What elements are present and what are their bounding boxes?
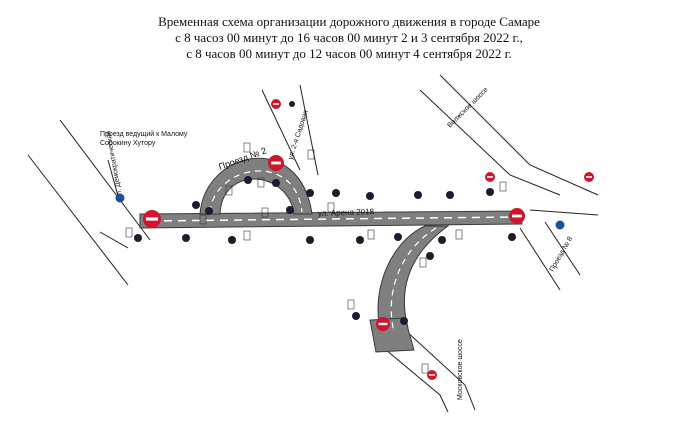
no-stopping-icon [438, 236, 446, 244]
diagram-title: Временная схема организации дорожного дв… [0, 14, 698, 62]
no-stopping-icon [414, 191, 422, 199]
no-stopping-icon [286, 206, 294, 214]
demokraticheskaya-edge-left [27, 154, 129, 286]
no-stopping-icon [182, 234, 190, 242]
title-line-1: Временная схема организации дорожного дв… [158, 14, 540, 29]
no-entry-icon [584, 172, 594, 182]
demokraticheskaya-edge-right [59, 119, 151, 241]
title-line-2: с 8 часоз 00 минут до 16 часов 00 минут … [175, 30, 523, 45]
no-stopping-icon [356, 236, 364, 244]
no-stopping-icon [352, 312, 360, 320]
volzhskoe-edge-top [419, 89, 561, 196]
no-entry-icon [143, 210, 161, 228]
street-label-sadovaya: ул. 2-я Садовая [287, 109, 310, 160]
no-stopping-icon [272, 179, 280, 187]
info-signs [115, 193, 565, 230]
sadovaya-edge-left [261, 89, 301, 171]
no-stopping-icon [244, 176, 252, 184]
volzhskoe-edge-right [529, 209, 599, 216]
moskovskoe-edge-left [379, 344, 449, 413]
street-label-volzhskoe: Волжское шоссе [446, 86, 489, 129]
no-stopping-icon [289, 101, 295, 107]
no-stopping-icon [400, 317, 408, 325]
street-outlines [27, 74, 599, 413]
no-entry-icon [509, 208, 525, 224]
sign-code-marks [125, 142, 507, 374]
sadovaya-edge-right [299, 84, 319, 176]
volzhskoe-edge-top2 [439, 74, 599, 196]
no-stopping-icon [134, 234, 142, 242]
khutor-edge [107, 159, 119, 197]
no-entry-icon [376, 317, 390, 331]
no-stopping-icon [306, 236, 314, 244]
west-edge [99, 231, 129, 249]
proezd2-loop [199, 157, 313, 215]
no-stopping-icon [228, 236, 236, 244]
no-entry-icon [485, 172, 495, 182]
proezd8-edge-right [544, 221, 581, 276]
info-icon [115, 193, 125, 203]
title-line-3: с 8 часов 00 минут до 12 часов 00 минут … [186, 46, 512, 61]
no-stopping-icon [426, 252, 434, 260]
street-label-arena: ул. Арена 2018 [318, 207, 375, 218]
no-stopping-signs [134, 101, 516, 325]
no-entry-icon [427, 370, 437, 380]
street-label-moskovskoe: Московское шоссе [457, 339, 464, 400]
curve-lane-marking [390, 227, 437, 333]
no-stopping-icon [446, 191, 454, 199]
no-stopping-icon [192, 201, 200, 209]
no-stopping-icon [508, 233, 516, 241]
no-stopping-icon [394, 233, 402, 241]
no-stopping-icon [486, 188, 494, 196]
street-label-proezd8: Проезд № 8 [549, 236, 575, 273]
moskovskoe-edge-right [404, 329, 476, 411]
no-entry-icon [271, 99, 281, 109]
info-icon [555, 220, 565, 230]
arena-lane-marking [149, 216, 516, 222]
closed-road-network [139, 157, 523, 353]
no-stopping-icon [306, 189, 314, 197]
no-stopping-icon [332, 189, 340, 197]
proezd8-edge-left [519, 227, 561, 291]
loop-lane-marking [209, 170, 303, 213]
no-stopping-icon [205, 207, 213, 215]
khutor-note: Проезд ведущий к Малому Сорокину Хутору [100, 131, 188, 147]
no-stopping-icon [366, 192, 374, 200]
arena-road [139, 210, 523, 229]
no-entry-icon [268, 155, 284, 171]
no-entry-signs [143, 99, 594, 380]
